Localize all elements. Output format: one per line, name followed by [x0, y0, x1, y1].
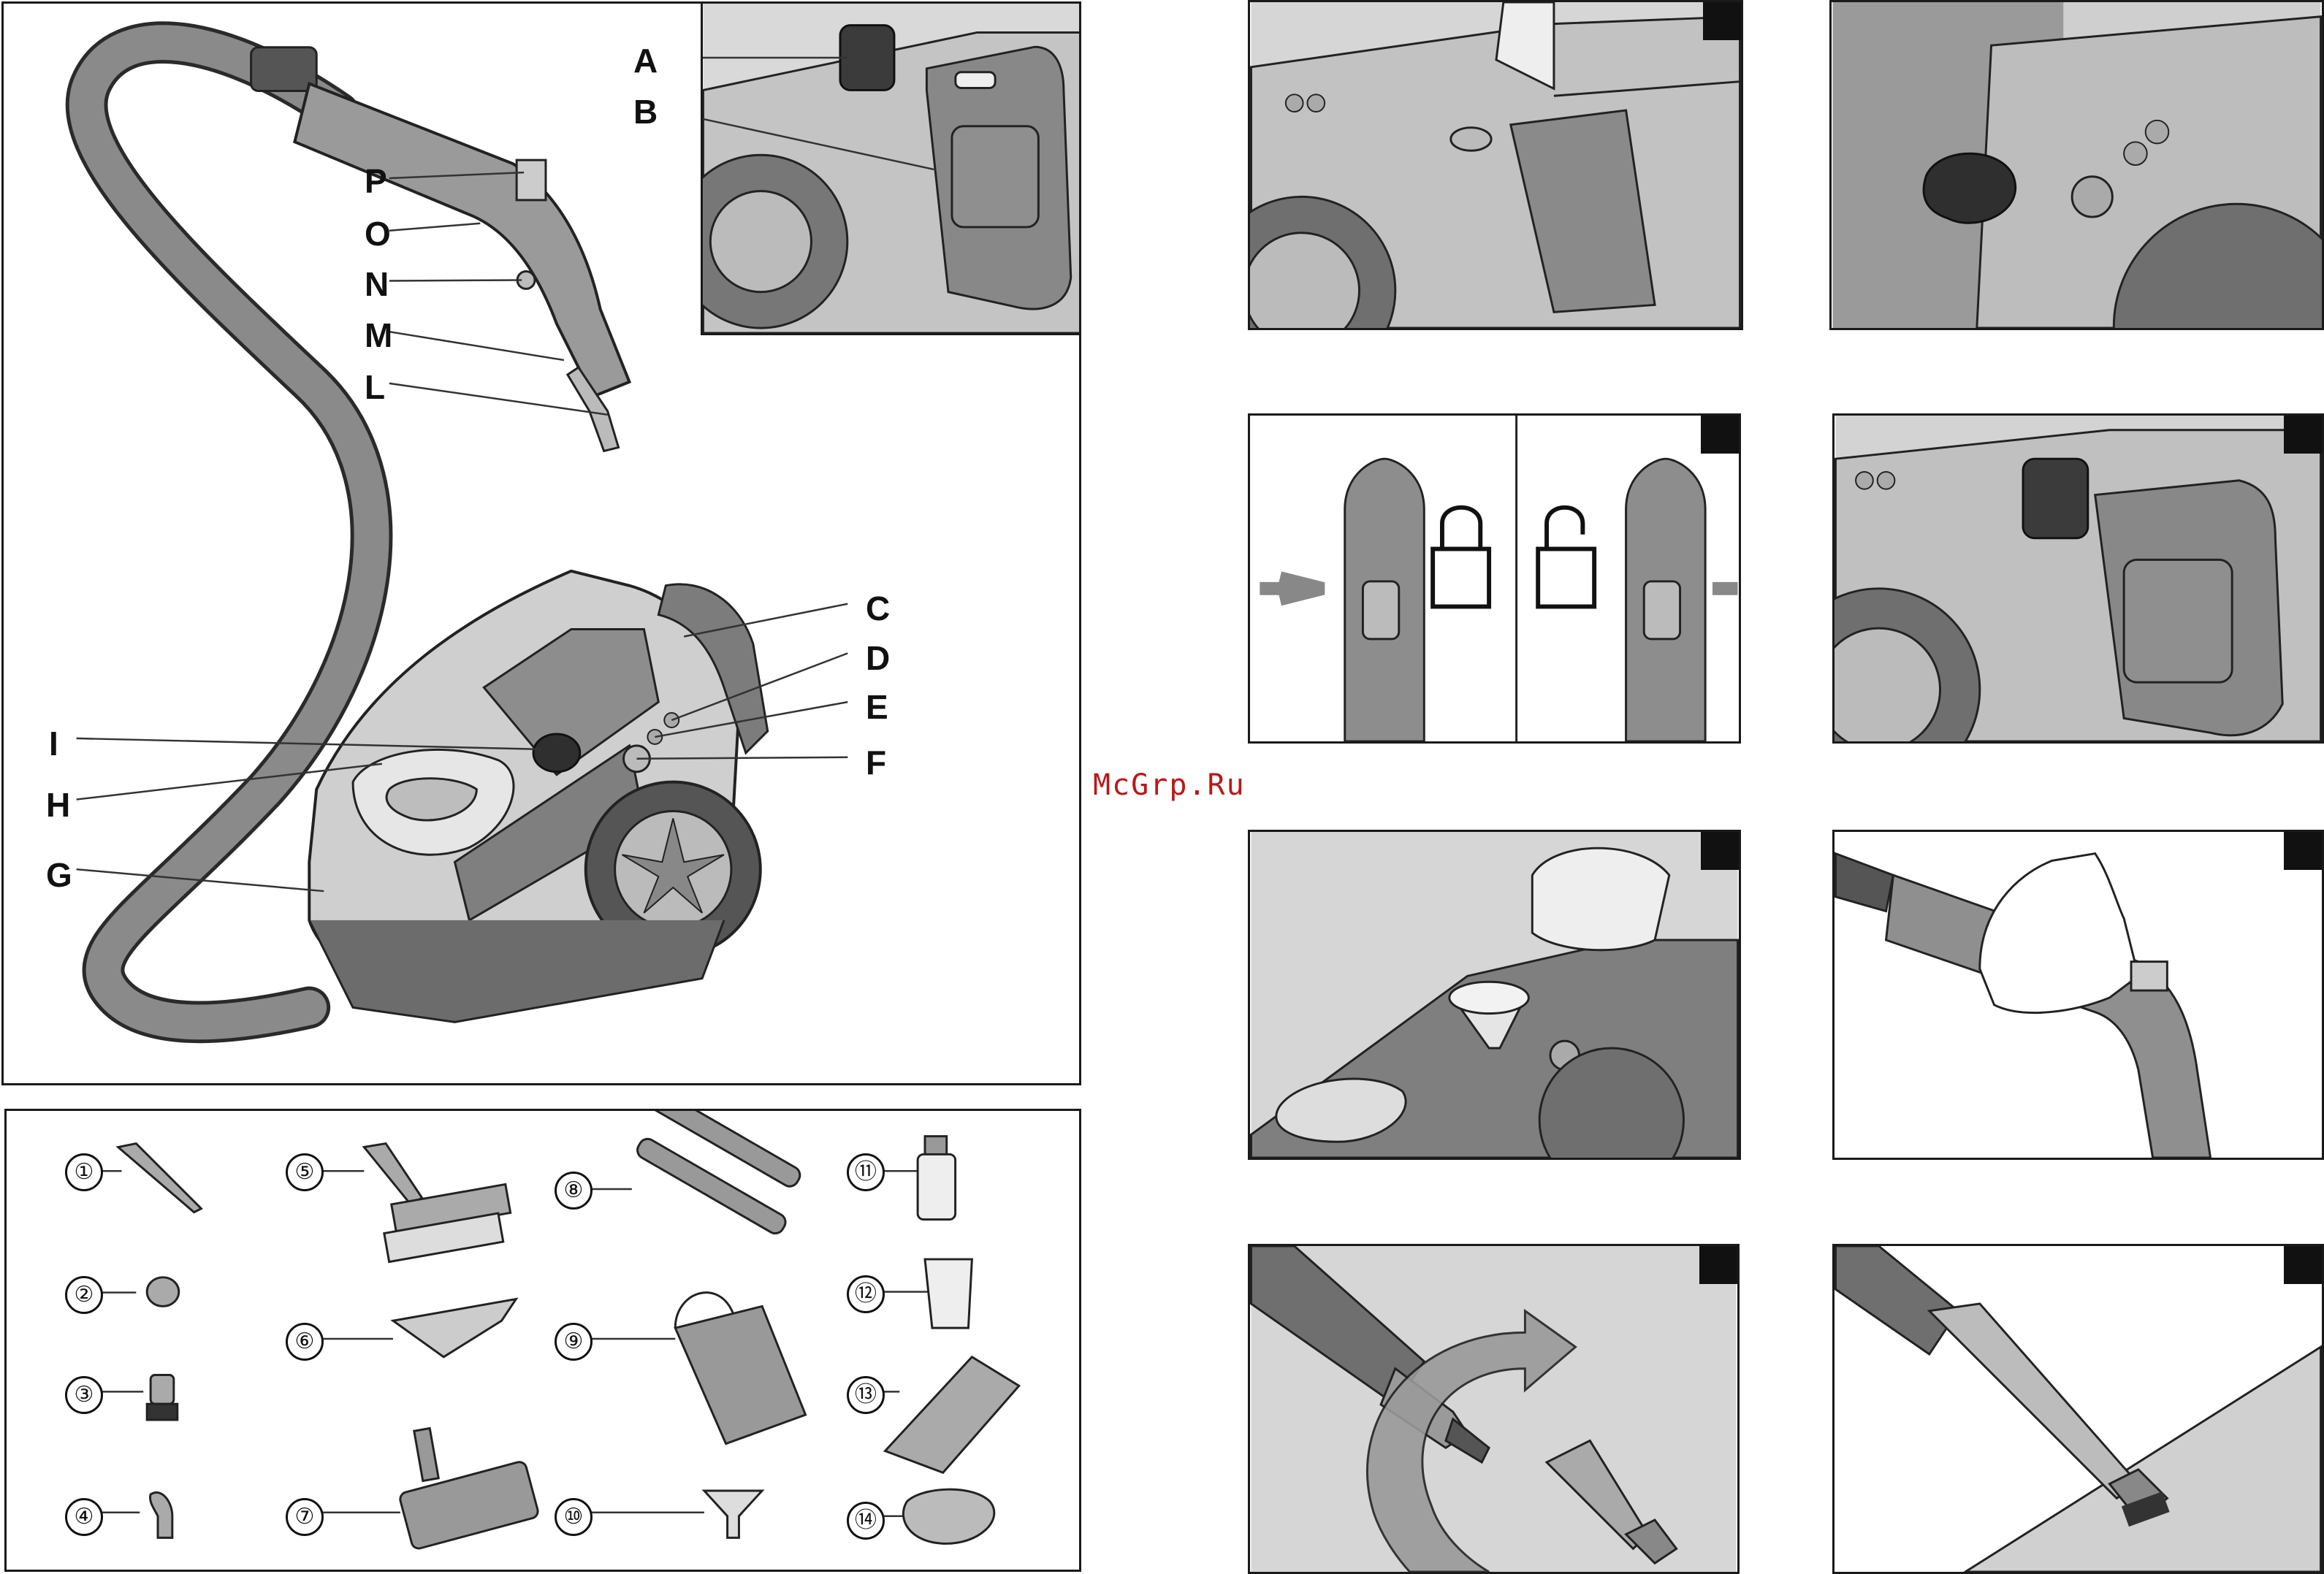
accessory-number-2: ② — [65, 1276, 103, 1314]
label-d: D — [866, 641, 890, 675]
label-h: H — [46, 788, 70, 822]
accessory-number-4: ④ — [65, 1498, 103, 1536]
accessory-number-13: ⑬ — [847, 1376, 885, 1414]
step-marker — [2284, 416, 2322, 454]
label-g: G — [46, 858, 72, 892]
accessory-number-3: ③ — [65, 1376, 103, 1414]
accessory-number-12: ⑫ — [847, 1275, 885, 1313]
step-panel-fill-tank — [1248, 0, 1743, 330]
label-i: I — [49, 727, 58, 760]
accessory-number-7: ⑦ — [286, 1498, 324, 1536]
step-panel-press-trigger — [1832, 830, 2324, 1160]
accessories-illustration — [7, 1111, 1079, 1570]
label-l: L — [365, 370, 385, 404]
label-f: F — [866, 746, 886, 779]
label-n: N — [365, 267, 389, 301]
step-panel-funnel-fill — [1248, 830, 1741, 1160]
step-panel-trigger-lock — [1248, 413, 1741, 744]
step-marker — [1699, 1246, 1737, 1284]
accessory-number-10: ⑩ — [555, 1498, 593, 1536]
accessory-number-6: ⑥ — [286, 1323, 324, 1361]
accessory-number-1: ① — [65, 1153, 103, 1191]
label-o: O — [365, 217, 391, 251]
label-c: C — [866, 592, 890, 625]
accessory-number-11: ⑪ — [847, 1153, 885, 1191]
overview-panel: A B C D E F G H I L M N O P — [1, 1, 1081, 1085]
accessories-panel: ① ② ③ ④ ⑤ ⑥ ⑦ ⑧ ⑨ ⑩ ⑪ ⑫ ⑬ ⑭ — [4, 1109, 1081, 1572]
inset-illustration — [703, 4, 1081, 333]
inset-top-view — [701, 1, 1081, 335]
label-m: M — [365, 318, 392, 352]
accessory-number-9: ⑨ — [555, 1323, 593, 1361]
label-p: P — [365, 164, 387, 198]
step-marker — [2284, 832, 2322, 870]
label-a: A — [633, 44, 658, 77]
steam-handle — [294, 84, 629, 397]
step-marker — [1701, 832, 1739, 870]
accessory-number-14: ⑭ — [847, 1502, 885, 1540]
step-panel-control-knob — [1829, 0, 2324, 330]
step-panel-attach-nozzle — [1248, 1244, 1740, 1574]
accessory-number-8: ⑧ — [555, 1172, 593, 1210]
label-b: B — [633, 95, 658, 129]
step-panel-safety-cap — [1832, 413, 2324, 744]
step-panel-brush-cleaning — [1832, 1244, 2324, 1574]
watermark: McGrp.Ru — [1093, 768, 1246, 802]
label-e: E — [866, 690, 888, 724]
accessory-number-5: ⑤ — [286, 1153, 324, 1191]
step-marker — [2284, 1246, 2322, 1284]
step-marker — [1701, 416, 1739, 454]
step-marker — [1703, 2, 1741, 40]
